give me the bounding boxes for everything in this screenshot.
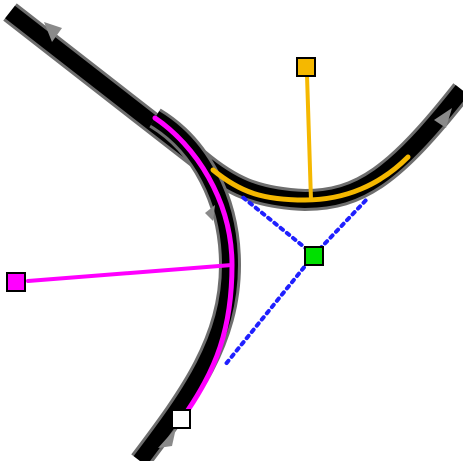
direction-arrow-icon — [44, 22, 62, 42]
guide-line-to-upper-right — [312, 196, 370, 257]
guide-line-to-upper-left — [238, 193, 316, 257]
direction-arrow-icon — [158, 428, 176, 448]
direction-arrow-icon — [434, 108, 452, 128]
center-handle[interactable] — [304, 246, 324, 266]
guide-line-to-lower — [223, 253, 316, 367]
upper-radius-line — [305, 73, 313, 202]
direction-arrow-icon — [205, 205, 215, 221]
left-radius-line — [26, 263, 234, 283]
left-radius-handle[interactable] — [6, 272, 26, 292]
upper-curve-highlight[interactable] — [210, 154, 411, 203]
endpoint-handle[interactable] — [171, 409, 191, 429]
upper-radius-handle[interactable] — [296, 57, 316, 77]
